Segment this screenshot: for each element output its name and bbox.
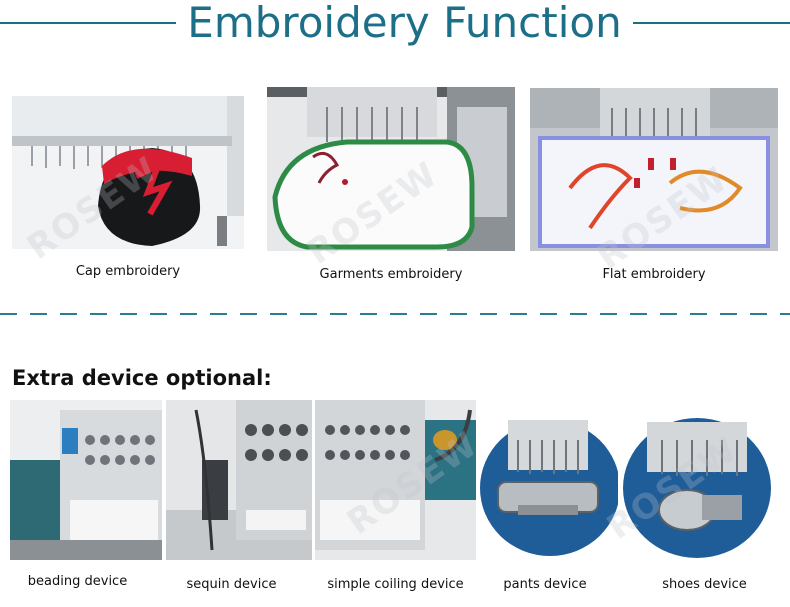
caption-cap-embroidery: Cap embroidery	[75, 264, 181, 279]
caption-garments-embroidery: Garments embroidery	[319, 267, 463, 282]
pants-device-photo	[478, 410, 618, 560]
beading-device-photo	[10, 400, 162, 560]
caption-shoes-device: shoes device	[662, 577, 747, 592]
simple-coiling-device-photo	[315, 400, 476, 560]
flat-embroidery-photo	[530, 88, 778, 251]
garments-embroidery-photo	[267, 87, 515, 251]
caption-simple-coiling-device: simple coiling device	[327, 577, 464, 592]
shoes-device-photo	[622, 410, 772, 560]
caption-pants-device: pants device	[503, 577, 587, 592]
extras-heading: Extra device optional:	[12, 366, 272, 390]
sequin-device-photo	[166, 400, 312, 560]
title-rule-right	[633, 22, 790, 24]
title-rule-left	[0, 22, 176, 24]
page-title: Embroidery Function	[187, 0, 622, 47]
title-row: Embroidery Function	[0, 0, 790, 48]
caption-sequin-device: sequin device	[186, 577, 277, 592]
caption-flat-embroidery: Flat embroidery	[602, 267, 706, 282]
dashed-divider	[0, 313, 790, 315]
caption-beading-device: beading device	[27, 574, 128, 589]
cap-embroidery-photo	[12, 96, 244, 249]
